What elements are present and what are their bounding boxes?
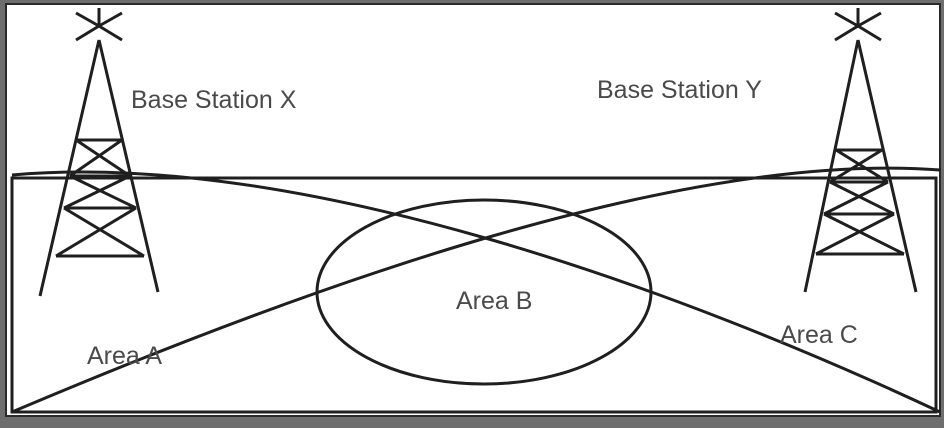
- label-base-station-x: Base Station X: [131, 86, 297, 114]
- tower-x-icon: [38, 8, 160, 297]
- overlap-area-ellipse: [315, 198, 653, 386]
- label-base-station-y: Base Station Y: [597, 76, 762, 104]
- label-area-c: Area C: [780, 321, 858, 349]
- label-area-b: Area B: [456, 287, 532, 315]
- coverage-lobe-y: [11, 166, 941, 414]
- coverage-region-border: [10, 176, 938, 414]
- tower-y-icon: [803, 8, 918, 293]
- diagram-panel: [5, 3, 941, 417]
- label-area-a: Area A: [87, 342, 162, 370]
